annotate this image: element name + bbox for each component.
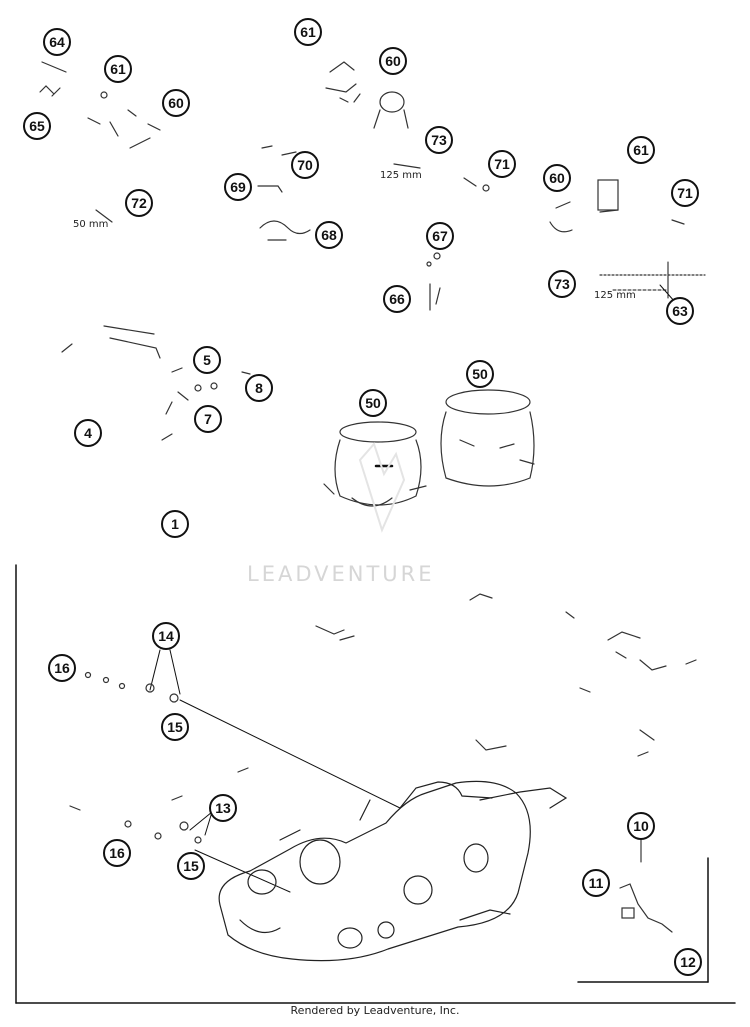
callout-15[interactable]: 15 — [177, 852, 205, 880]
callout-8[interactable]: 8 — [245, 374, 273, 402]
filter-housing-right — [440, 389, 535, 487]
callout-50[interactable]: 50 — [359, 389, 387, 417]
callout-72[interactable]: 72 — [125, 189, 153, 217]
callout-67[interactable]: 67 — [426, 222, 454, 250]
callout-66[interactable]: 66 — [383, 285, 411, 313]
scattered-parts-mid — [69, 593, 697, 844]
dimension-label-125mm: 125 mm — [380, 170, 422, 181]
dimension-label-50mm: 50 mm — [73, 219, 109, 230]
callout-69[interactable]: 69 — [224, 173, 252, 201]
callout-71[interactable]: 71 — [488, 150, 516, 178]
callout-68[interactable]: 68 — [315, 221, 343, 249]
callout-10[interactable]: 10 — [627, 812, 655, 840]
callout-16[interactable]: 16 — [48, 654, 76, 682]
hose-group-upperright — [393, 163, 706, 311]
callout-70[interactable]: 70 — [291, 151, 319, 179]
callout-50[interactable]: 50 — [466, 360, 494, 388]
crankcase-assembly — [218, 780, 568, 962]
footer-credit: Rendered by Leadventure, Inc. — [290, 1004, 460, 1017]
callout-61[interactable]: 61 — [294, 18, 322, 46]
callout-12[interactable]: 12 — [674, 948, 702, 976]
callout-14[interactable]: 14 — [152, 622, 180, 650]
callout-71[interactable]: 71 — [671, 179, 699, 207]
callout-15[interactable]: 15 — [161, 713, 189, 741]
callout-1[interactable]: 1 — [161, 510, 189, 538]
callout-65[interactable]: 65 — [23, 112, 51, 140]
callout-5[interactable]: 5 — [193, 346, 221, 374]
callout-61[interactable]: 61 — [627, 136, 655, 164]
leader-lines — [149, 261, 676, 893]
callout-11[interactable]: 11 — [582, 869, 610, 897]
bracket-group-midleft — [61, 325, 251, 441]
callout-7[interactable]: 7 — [194, 405, 222, 433]
callout-73[interactable]: 73 — [425, 126, 453, 154]
callout-60[interactable]: 60 — [543, 164, 571, 192]
callout-64[interactable]: 64 — [43, 28, 71, 56]
callout-60[interactable]: 60 — [162, 89, 190, 117]
assembly-frame — [15, 564, 736, 1004]
filter-housing-left — [323, 421, 427, 507]
clamp-group-topcenter — [257, 61, 409, 241]
cable-part — [619, 883, 673, 933]
callout-73[interactable]: 73 — [548, 270, 576, 298]
callout-61[interactable]: 61 — [104, 55, 132, 83]
callout-13[interactable]: 13 — [209, 794, 237, 822]
watermark-logo — [358, 442, 406, 533]
callout-60[interactable]: 60 — [379, 47, 407, 75]
watermark-text: LEADVENTURE — [247, 562, 435, 586]
callout-4[interactable]: 4 — [74, 419, 102, 447]
dimension-label-125mm: 125 mm — [594, 290, 636, 301]
callout-63[interactable]: 63 — [666, 297, 694, 325]
bolt-group-topleft — [39, 61, 161, 223]
callout-16[interactable]: 16 — [103, 839, 131, 867]
